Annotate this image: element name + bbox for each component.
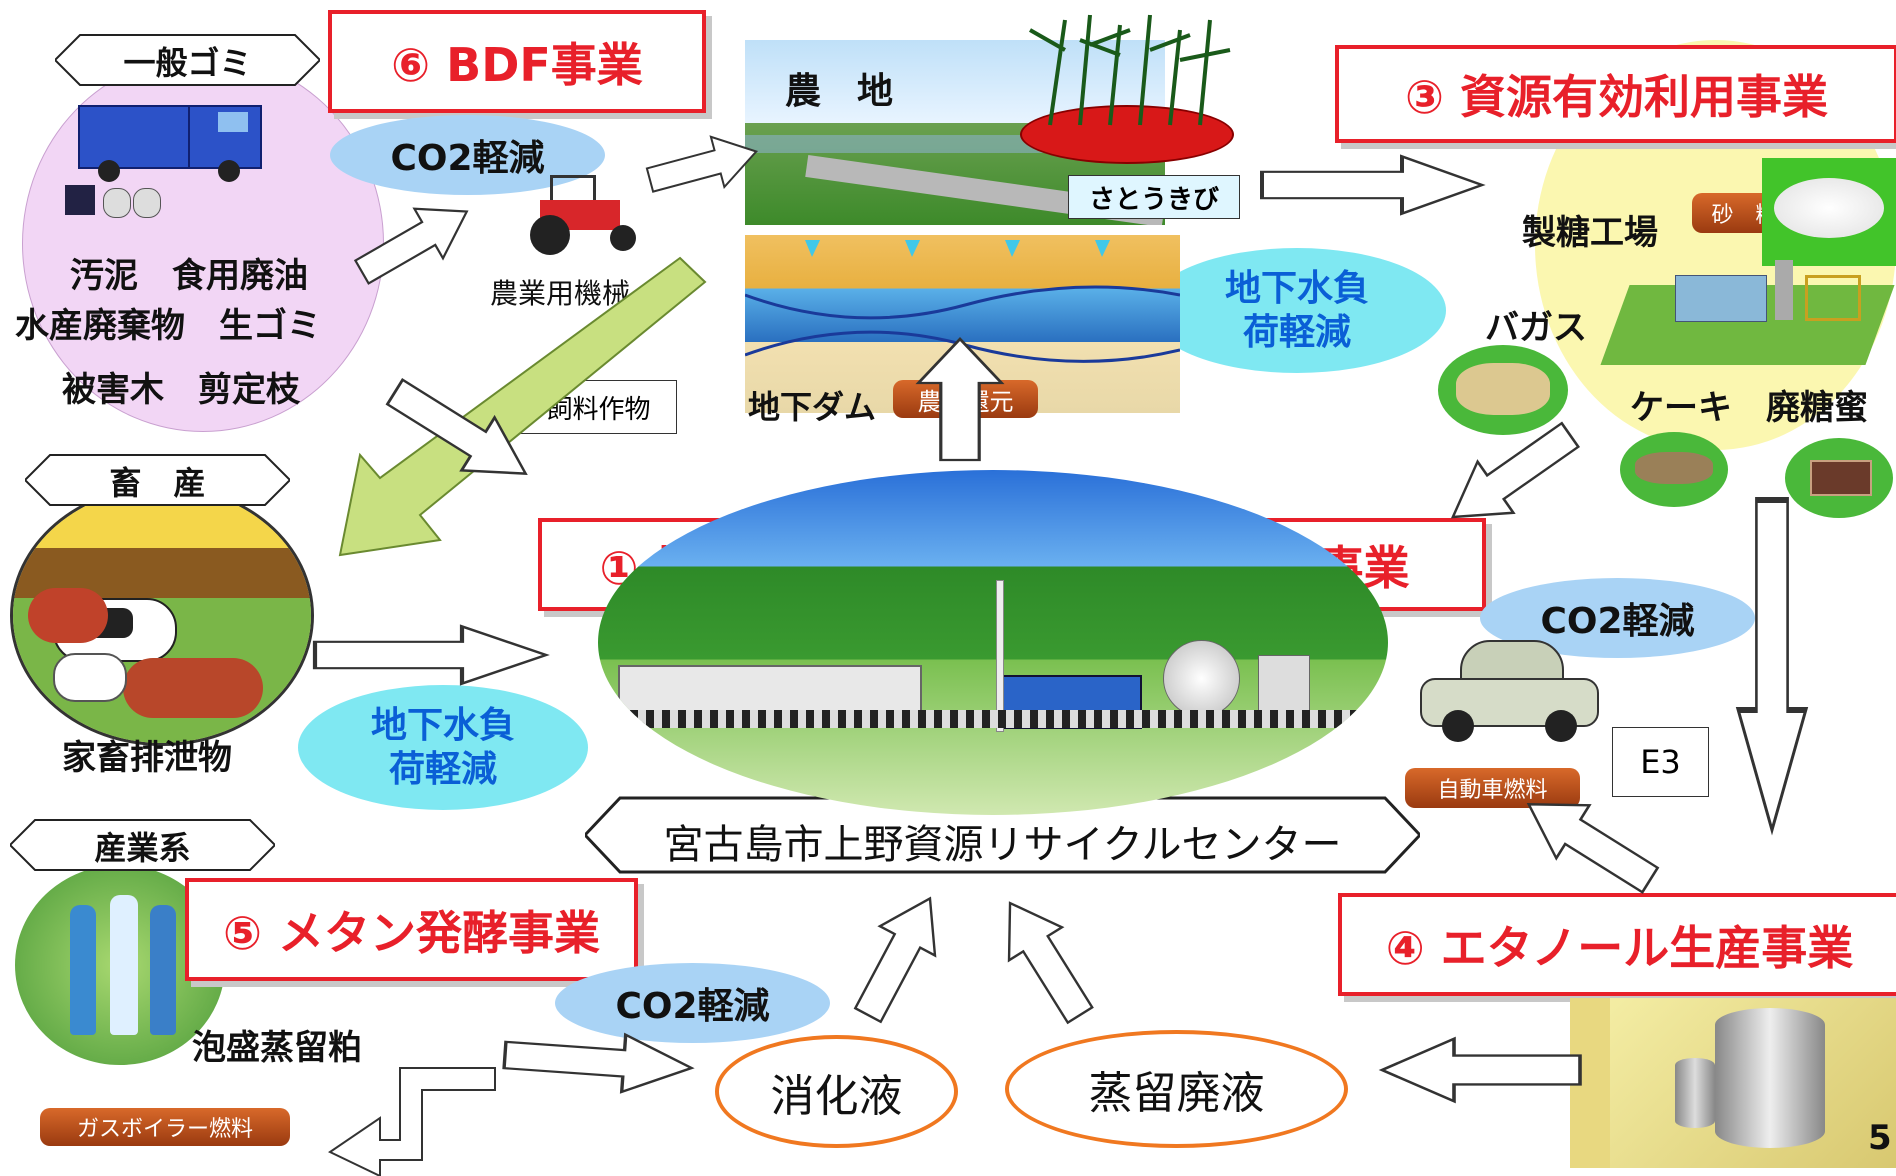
co2-reduction-bdf: CO2軽減 <box>330 115 605 195</box>
co2-reduction-car: CO2軽減 <box>1480 578 1755 658</box>
arrow-distillation-to-center <box>982 885 1108 1033</box>
project-4-ethanol: ④ エタノール生産事業 <box>1338 893 1896 996</box>
arrow-waste-to-center <box>377 364 544 502</box>
garbage-truck-icon <box>68 100 268 185</box>
machinery-label: 農業用機械 <box>490 277 631 310</box>
cake-molasses-label: ケーキ 廃糖蜜 <box>1630 388 1868 428</box>
co2-reduction-methane: CO2軽減 <box>555 963 830 1043</box>
general-waste-item-1: 汚泥 食用廃油 <box>70 256 308 296</box>
sugar-image <box>1762 158 1896 266</box>
molasses-image <box>1785 438 1893 518</box>
filter-cake-image <box>1620 432 1728 507</box>
gas-boiler-fuel-badge: ガスボイラー燃料 <box>40 1108 290 1146</box>
car-fuel-badge: 自動車燃料 <box>1405 768 1580 808</box>
digestate-ellipse: 消化液 <box>715 1035 958 1148</box>
sugar-factory-label: 製糖工場 <box>1522 213 1658 253</box>
feed-crop-label: 飼料作物 <box>520 380 677 434</box>
sugarcane-image <box>1010 10 1240 165</box>
tractor-icon <box>530 170 640 255</box>
e3-label: E3 <box>1612 727 1709 797</box>
distillation-waste-ellipse: 蒸留廃液 <box>1005 1030 1348 1148</box>
page-number: 5 <box>1868 1118 1892 1158</box>
project-6-bdf: ⑥ BDF事業 <box>328 10 706 113</box>
general-waste-label-shape <box>55 34 320 86</box>
livestock-caption: 家畜排泄物 <box>62 738 232 778</box>
general-waste-item-3: 被害木 剪定枝 <box>62 370 300 410</box>
arrow-livestock-to-center <box>315 626 546 683</box>
general-waste-label: 一般ゴミ <box>123 44 252 82</box>
groundwater-note-farm-line2: 荷軽減 <box>1242 311 1351 353</box>
livestock-label-shape <box>25 454 290 506</box>
groundwater-note-livestock: 地下水負 荷軽減 <box>298 685 588 810</box>
groundwater-note-farm: 地下水負 荷軽減 <box>1148 248 1446 373</box>
trash-bags-icon <box>65 180 165 220</box>
farmland-label: 農 地 <box>785 71 894 112</box>
groundwater-note-farm-line1: 地下水負 <box>1224 268 1369 310</box>
project-3-resource: ③ 資源有効利用事業 <box>1335 45 1896 143</box>
arrow-digestate-to-boiler <box>328 1067 496 1176</box>
center-name: 宮古島市上野資源リサイクルセンター <box>663 822 1342 868</box>
ethanol-plant-image <box>1570 998 1896 1168</box>
sugarcane-label: さとうきび <box>1068 175 1240 219</box>
general-waste-item-2: 水産廃棄物 生ゴミ <box>15 306 321 346</box>
groundwater-note-livestock-line1: 地下水負 <box>370 705 515 747</box>
arrow-farm-to-sugar <box>1260 154 1484 216</box>
industrial-label: 産業系 <box>94 829 191 867</box>
livestock-label: 畜 産 <box>109 464 206 502</box>
groundwater-note-livestock-line2: 荷軽減 <box>388 748 497 790</box>
project-5-methane: ⑤ メタン発酵事業 <box>185 878 638 981</box>
industrial-label-shape <box>10 819 275 871</box>
arrow-digestate-to-center <box>839 882 959 1031</box>
center-name-shape <box>585 796 1420 874</box>
arrow-sugar-to-ethanol <box>1738 500 1806 830</box>
livestock-illustration <box>10 485 314 746</box>
arrow-ethanol-to-distillation <box>1380 1037 1582 1103</box>
underground-dam-label: 地下ダム <box>748 388 877 426</box>
bagasse-image <box>1438 345 1568 435</box>
bagasse-label: バガス <box>1485 308 1587 348</box>
car-icon <box>1420 640 1599 745</box>
recycle-center-image <box>598 470 1388 815</box>
sugar-factory-image <box>1600 255 1895 370</box>
industrial-caption: 泡盛蒸留粕 <box>192 1028 362 1068</box>
farmland-return-badge: 農地還元 <box>893 380 1038 418</box>
